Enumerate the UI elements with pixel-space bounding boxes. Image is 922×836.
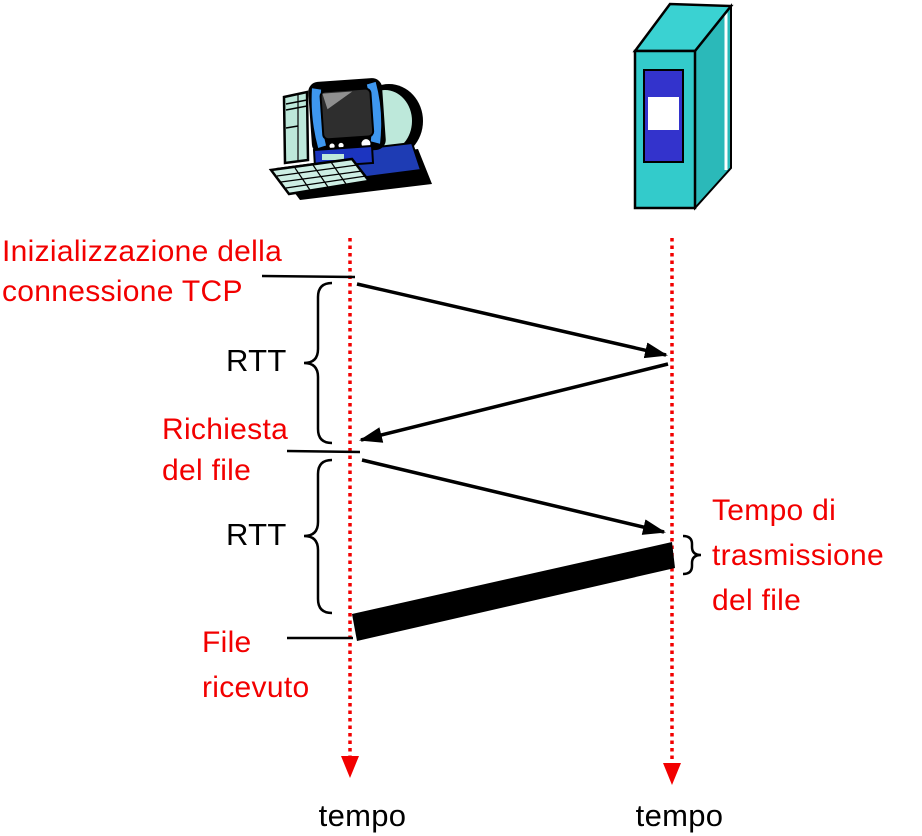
tcp-syn-arrow bbox=[356, 282, 668, 359]
rtt-bottom-brace bbox=[303, 458, 333, 615]
server-tower-icon bbox=[632, 2, 734, 211]
transmission-time-label: Tempo di trasmissione del file bbox=[712, 494, 884, 617]
client-time-axis-label: tempo bbox=[318, 798, 407, 833]
file-request-arrow bbox=[361, 458, 666, 535]
server-timeline-arrowhead bbox=[663, 763, 681, 785]
file-request-tick bbox=[286, 449, 361, 454]
tcp-init-tick bbox=[261, 274, 356, 279]
file-transmission-bar bbox=[352, 542, 675, 641]
file-received-label: File ricevuto bbox=[202, 626, 310, 704]
server-time-axis-label: tempo bbox=[635, 798, 724, 833]
rtt-bottom-label: RTT bbox=[226, 517, 287, 552]
rtt-top-brace bbox=[303, 281, 333, 445]
rtt-top-label: RTT bbox=[226, 343, 287, 378]
desktop-computer-icon bbox=[268, 78, 432, 200]
file-request-label: Richiesta del file bbox=[162, 413, 289, 487]
transmission-time-brace bbox=[682, 534, 702, 576]
tcp-synack-arrow bbox=[359, 362, 669, 443]
client-timeline-arrowhead bbox=[341, 756, 359, 778]
tcp-init-label: Inizializzazione della connessione TCP bbox=[2, 235, 283, 308]
